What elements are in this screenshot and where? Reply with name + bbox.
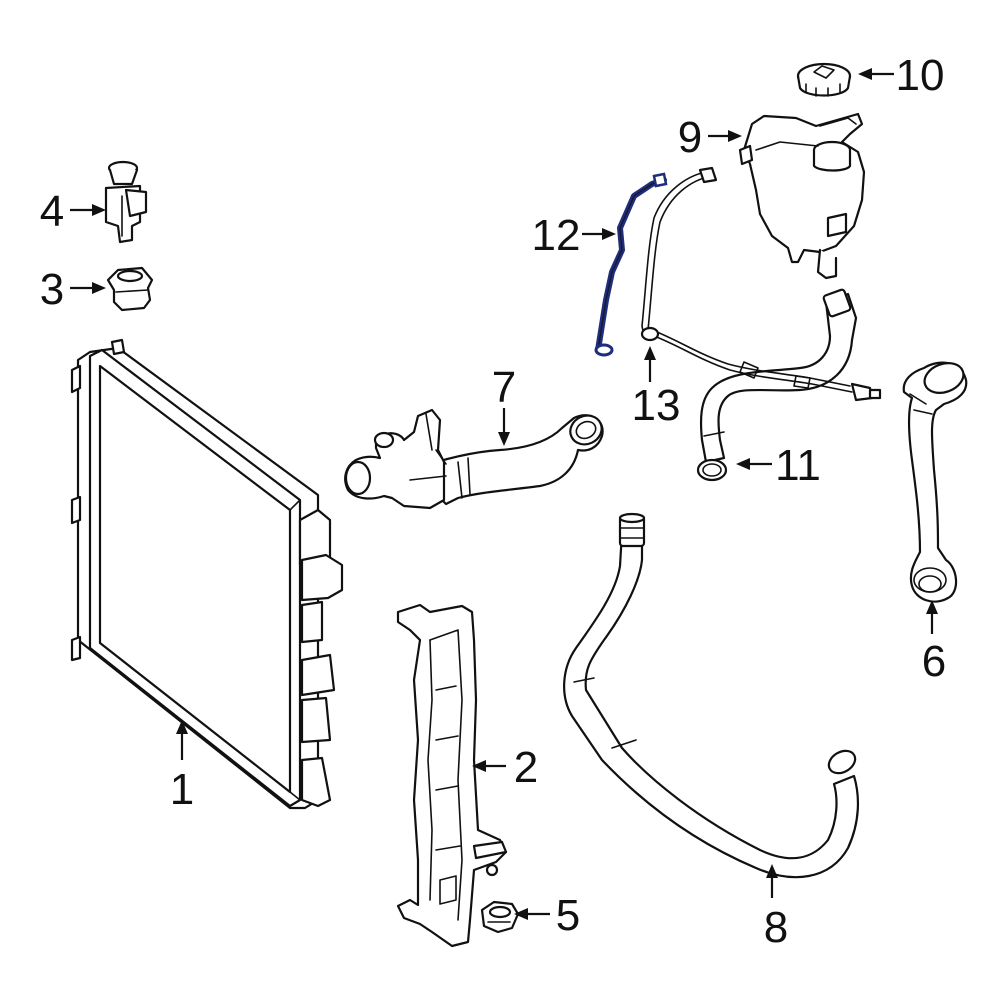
part-hose-right — [902, 361, 968, 603]
callout-4: 4 — [40, 187, 64, 236]
callout-9: 9 — [678, 113, 702, 162]
part-grommet — [106, 266, 154, 312]
callout-12: 12 — [532, 211, 581, 260]
part-mount-clip — [104, 160, 148, 244]
callout-labels: 1 2 3 4 5 6 7 8 9 10 11 12 13 — [40, 51, 946, 952]
callout-11: 11 — [775, 441, 821, 490]
part-expansion-tank — [738, 112, 866, 280]
callout-2: 2 — [514, 743, 538, 792]
callout-1: 1 — [170, 765, 194, 814]
callout-13: 13 — [632, 381, 681, 430]
callout-6: 6 — [922, 637, 946, 686]
part-vent-line-highlighted — [594, 172, 668, 357]
part-lower-hose — [563, 512, 860, 879]
callout-3: 3 — [40, 265, 64, 314]
callout-10: 10 — [896, 51, 945, 100]
callout-7: 7 — [492, 363, 516, 412]
part-plug-nut — [480, 900, 520, 934]
part-upper-hose — [344, 408, 604, 510]
callout-arrows — [70, 68, 938, 920]
part-hose-11 — [696, 288, 858, 482]
part-air-guide — [396, 603, 508, 948]
part-vent-hose-13 — [640, 166, 882, 402]
callout-8: 8 — [764, 903, 788, 952]
part-tank-cap — [796, 62, 852, 97]
part-radiator — [70, 338, 344, 810]
callout-5: 5 — [556, 891, 580, 940]
